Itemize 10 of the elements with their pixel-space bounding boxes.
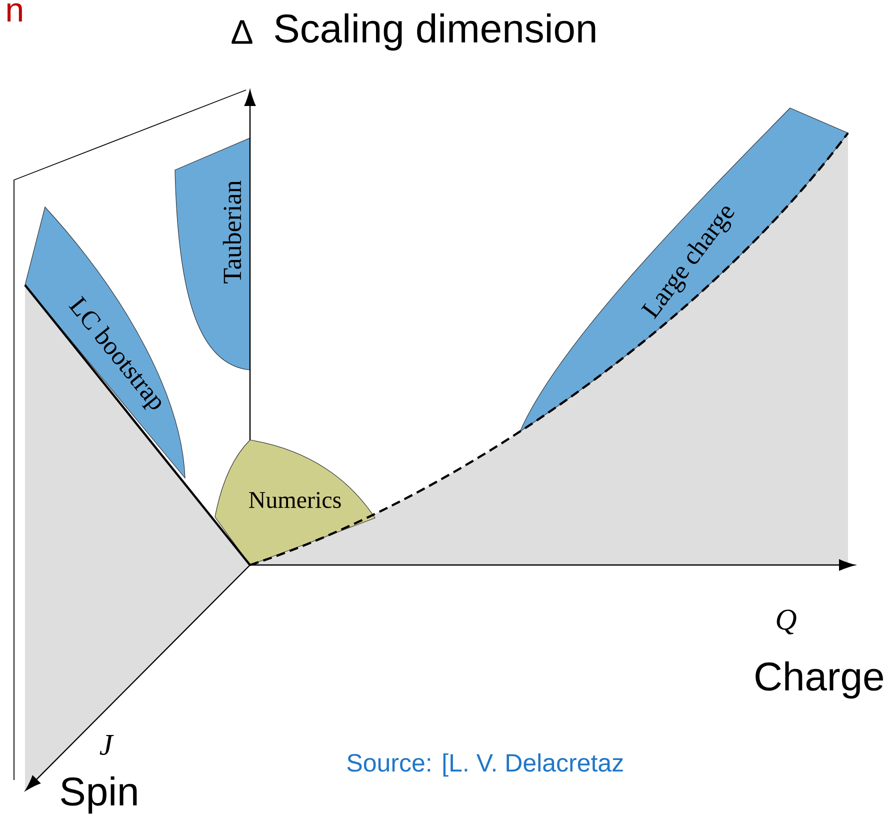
axis-title: Spin — [61, 776, 137, 814]
axis-symbol: Δ — [232, 20, 252, 44]
source-note: Source: [L. V. Delacretaz — [347, 753, 623, 777]
slide-fragment: n — [7, 3, 22, 22]
axis-title: Scaling dimension — [275, 13, 596, 51]
method-region: Tauberian — [174, 138, 250, 370]
axis-symbol: Q — [776, 610, 796, 634]
axis-title: Charge — [756, 661, 883, 699]
axis-symbol: J — [100, 735, 114, 755]
numerics-region: Numerics — [214, 440, 376, 566]
